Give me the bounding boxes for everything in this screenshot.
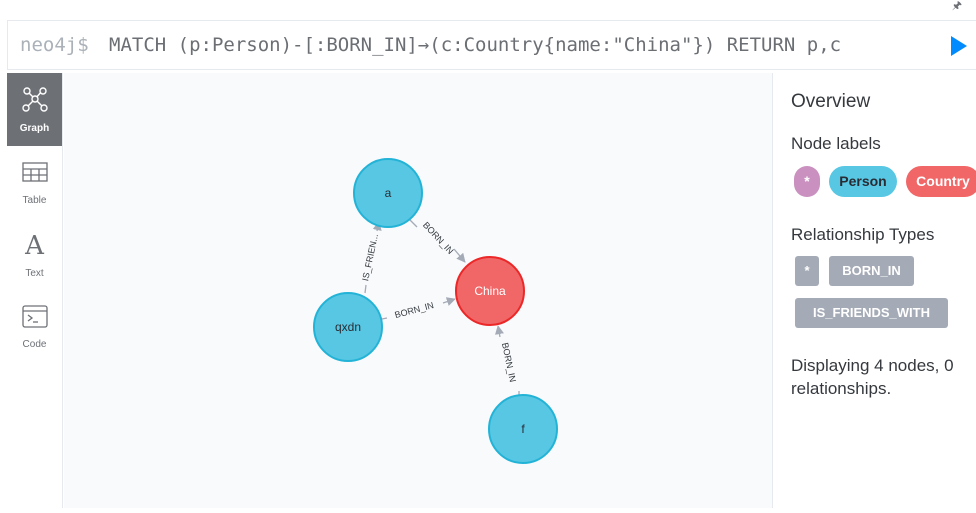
rel-label-is-friends-with: IS_FRIEN... bbox=[360, 233, 380, 282]
code-view-label: Code bbox=[22, 339, 47, 350]
display-summary: Displaying 4 nodes, 0 relationships. bbox=[791, 356, 954, 398]
graph-canvas[interactable]: BORN_IN IS_FRIEN... BORN_IN BORN_IN a qx bbox=[64, 73, 772, 508]
query-text[interactable]: MATCH (p:Person)-[:BORN_IN]→(c:Country{n… bbox=[109, 34, 842, 56]
node-label: a bbox=[385, 186, 392, 200]
graph-view-button[interactable]: Graph bbox=[7, 73, 62, 146]
rel-type-is-friends-with[interactable]: IS_FRIENDS_WITH bbox=[795, 298, 948, 328]
rel-label-born-in: BORN_IN bbox=[421, 220, 456, 256]
overview-panel: Overview Node labels * Person Country Re… bbox=[772, 73, 976, 508]
code-icon bbox=[7, 302, 62, 332]
relationship-born-in-a-china[interactable]: BORN_IN bbox=[408, 218, 466, 263]
text-view-label: Text bbox=[25, 268, 44, 279]
play-icon[interactable] bbox=[949, 35, 969, 57]
rel-type-all[interactable]: * bbox=[795, 256, 819, 286]
text-icon: A bbox=[25, 231, 44, 261]
text-view-button[interactable]: A Text bbox=[7, 219, 62, 290]
relationship-types-heading: Relationship Types bbox=[791, 225, 935, 244]
table-view-label: Table bbox=[22, 195, 47, 206]
view-sidebar: Graph Table A Text Code bbox=[7, 73, 63, 508]
node-china[interactable]: China bbox=[455, 256, 525, 326]
graph-view-label: Graph bbox=[19, 123, 50, 134]
node-label-person[interactable]: Person bbox=[829, 166, 897, 197]
table-icon bbox=[7, 158, 62, 188]
relationship-born-in-qxdn-china[interactable]: BORN_IN bbox=[381, 297, 456, 320]
rel-type-born-in[interactable]: BORN_IN bbox=[829, 256, 914, 286]
pin-icon[interactable]: 🖈 bbox=[951, 0, 962, 12]
relationship-is-friends-with-qxdn-a[interactable]: IS_FRIEN... bbox=[360, 221, 382, 294]
query-prompt: neo4j$ bbox=[20, 34, 89, 56]
overview-title: Overview bbox=[791, 91, 871, 112]
node-labels-heading: Node labels bbox=[791, 134, 881, 153]
node-label: China bbox=[474, 284, 506, 298]
node-a[interactable]: a bbox=[353, 158, 423, 228]
node-label: qxdn bbox=[335, 320, 361, 334]
node-label-all[interactable]: * bbox=[794, 166, 820, 197]
code-view-button[interactable]: Code bbox=[7, 290, 62, 363]
relationship-born-in-f-china[interactable]: BORN_IN bbox=[494, 325, 520, 396]
node-f[interactable]: f bbox=[488, 394, 558, 464]
node-qxdn[interactable]: qxdn bbox=[313, 292, 383, 362]
query-editor[interactable]: neo4j$ MATCH (p:Person)-[:BORN_IN]→(c:Co… bbox=[7, 20, 976, 70]
table-view-button[interactable]: Table bbox=[7, 146, 62, 219]
node-label: f bbox=[521, 422, 525, 436]
top-bar: 🖈 bbox=[0, 0, 976, 20]
node-label-country[interactable]: Country bbox=[906, 166, 976, 197]
rel-label-born-in: BORN_IN bbox=[500, 342, 518, 383]
graph-icon bbox=[7, 85, 62, 115]
rel-label-born-in: BORN_IN bbox=[394, 300, 435, 320]
